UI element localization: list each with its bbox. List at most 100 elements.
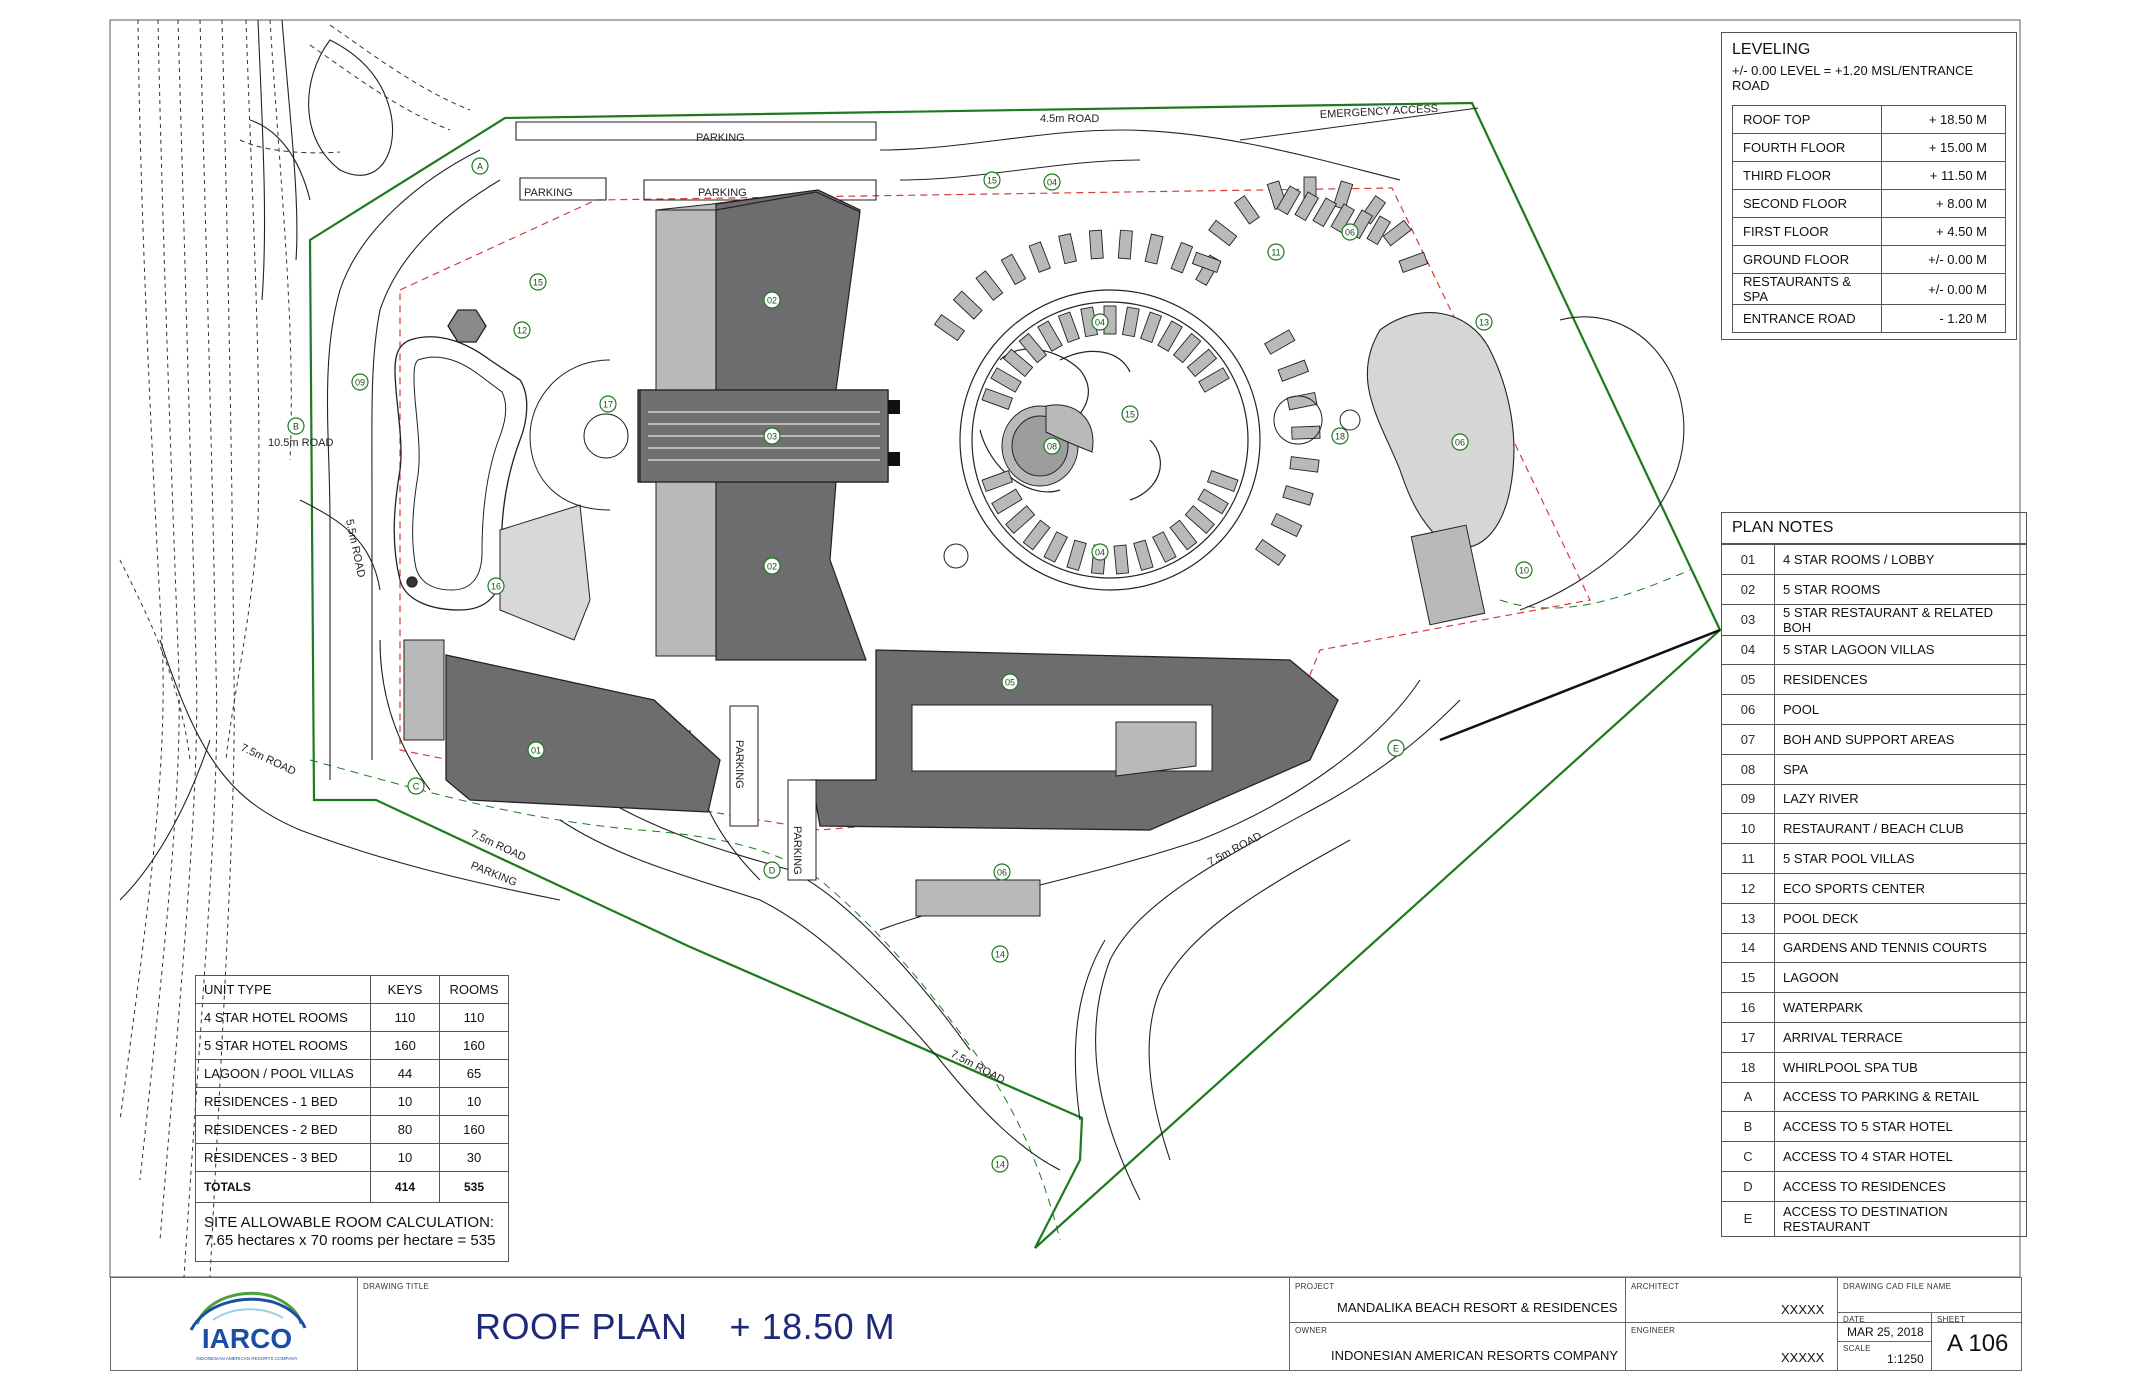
villa-unit [1264,329,1296,355]
villa-unit [981,470,1014,493]
tag-label: 06 [1455,438,1465,448]
arrival-terrace-circle [583,413,629,459]
tag-label: 09 [355,378,365,388]
villa-unit [1255,538,1287,566]
leveling-row: GROUND FLOOR+/- 0.00 M [1732,245,2006,274]
building-01-annex [403,639,445,741]
architect-label: ARCHITECT [1631,1282,1680,1291]
tag-label: 02 [767,296,777,306]
note-key: 03 [1721,603,1775,636]
unit-header-keys: KEYS [370,975,440,1004]
villa-unit [1277,359,1310,382]
note-text: BOH AND SUPPORT AREAS [1774,723,2027,755]
note-key: E [1721,1200,1775,1237]
note-text: POOL DECK [1774,902,2027,934]
villa-unit [1282,485,1314,506]
unit-keys: 10 [370,1143,440,1172]
totals-rooms: 535 [439,1171,509,1203]
road-outlines [299,121,1685,1201]
note-text: SPA [1774,753,2027,785]
parking-label-2: PARKING [524,187,573,199]
tag-label: 06 [1345,228,1355,238]
note-key: 12 [1721,872,1775,904]
pool-villa-unit [1382,219,1412,247]
villa-unit [1144,233,1164,265]
pool-villa-unit [1233,195,1260,225]
building-05-pool [1115,721,1197,777]
project-name: MANDALIKA BEACH RESORT & RESIDENCES [1337,1300,1618,1315]
drawing-title-label: DRAWING TITLE [363,1282,430,1291]
villa-unit [981,387,1014,410]
villa-unit [975,270,1004,301]
villa-unit [1005,505,1036,534]
unit-totals-row: TOTALS 414 535 [195,1171,509,1203]
tag-circle [983,171,1001,189]
restaurant-beach-club[interactable] [1410,524,1486,626]
spa-08[interactable] [1001,404,1094,487]
lagoon-circle-e [1273,395,1323,445]
tag-label: B [293,422,299,432]
unit-type: 4 STAR HOTEL ROOMS [195,1003,371,1032]
unit-type: RESIDENCES - 2 BED [195,1115,371,1144]
villa-unit [1198,367,1230,393]
tag-label: 16 [491,582,501,592]
pool-villa-unit [1294,191,1320,222]
unit-keys: 160 [370,1031,440,1060]
villa-unit [1088,229,1104,260]
note-text: RESTAURANT / BEACH CLUB [1774,813,2027,845]
tag-circle [287,417,305,435]
building-03-end-east2 [888,452,900,466]
tb-hline-scale [1837,1341,1931,1342]
note-text: POOL [1774,694,2027,725]
note-text: 5 STAR LAGOON VILLAS [1774,634,2027,666]
tag-circle [1091,543,1109,561]
lagoon-circle-w [943,543,969,569]
note-text: ACCESS TO PARKING & RETAIL [1774,1081,2027,1113]
level-value: +/- 0.00 M [1881,245,2006,274]
road-label-75-west: 7.5m ROAD [239,742,298,778]
building-01[interactable] [445,654,721,813]
tag-circle [1451,433,1469,451]
pool-06-east[interactable] [1366,312,1515,549]
level-value: + 11.50 M [1881,161,2006,190]
villa-unit [1000,253,1027,286]
pool-villa-unit [1366,215,1392,246]
scale-value: 1:1250 [1887,1352,1924,1366]
level-value: + 15.00 M [1881,133,2006,162]
engineer-label: ENGINEER [1631,1326,1676,1335]
level-label: GROUND FLOOR [1732,245,1882,274]
note-text: 5 STAR ROOMS [1774,573,2027,605]
pool-villa-unit [1398,251,1429,274]
tag-circle [529,273,547,291]
note-key: 09 [1721,783,1775,815]
road-label-105: 10.5m ROAD [268,437,333,449]
villa-unit [991,488,1023,515]
villa-unit [1066,539,1087,571]
villa-unit [952,290,983,320]
contour-solid [119,19,561,901]
emergency-road [1239,107,1479,141]
tag-circle [1331,427,1349,445]
note-key: D [1721,1170,1775,1202]
plan-notes-title: PLAN NOTES [1721,512,2027,544]
tag-circle [1341,223,1359,241]
tag-label: 14 [995,950,1005,960]
level-label: ROOF TOP [1732,105,1882,134]
tag-label: 03 [767,432,777,442]
villa-unit [990,367,1022,393]
tag-label: 15 [533,278,543,288]
beach-edge [1439,628,1721,742]
room-calculation-title: SITE ALLOWABLE ROOM CALCULATION: [204,1214,495,1231]
parking-strip-east [787,779,817,881]
tag-circle [763,557,781,575]
unit-keys: 110 [370,1003,440,1032]
pool-villa-unit [1276,185,1302,216]
